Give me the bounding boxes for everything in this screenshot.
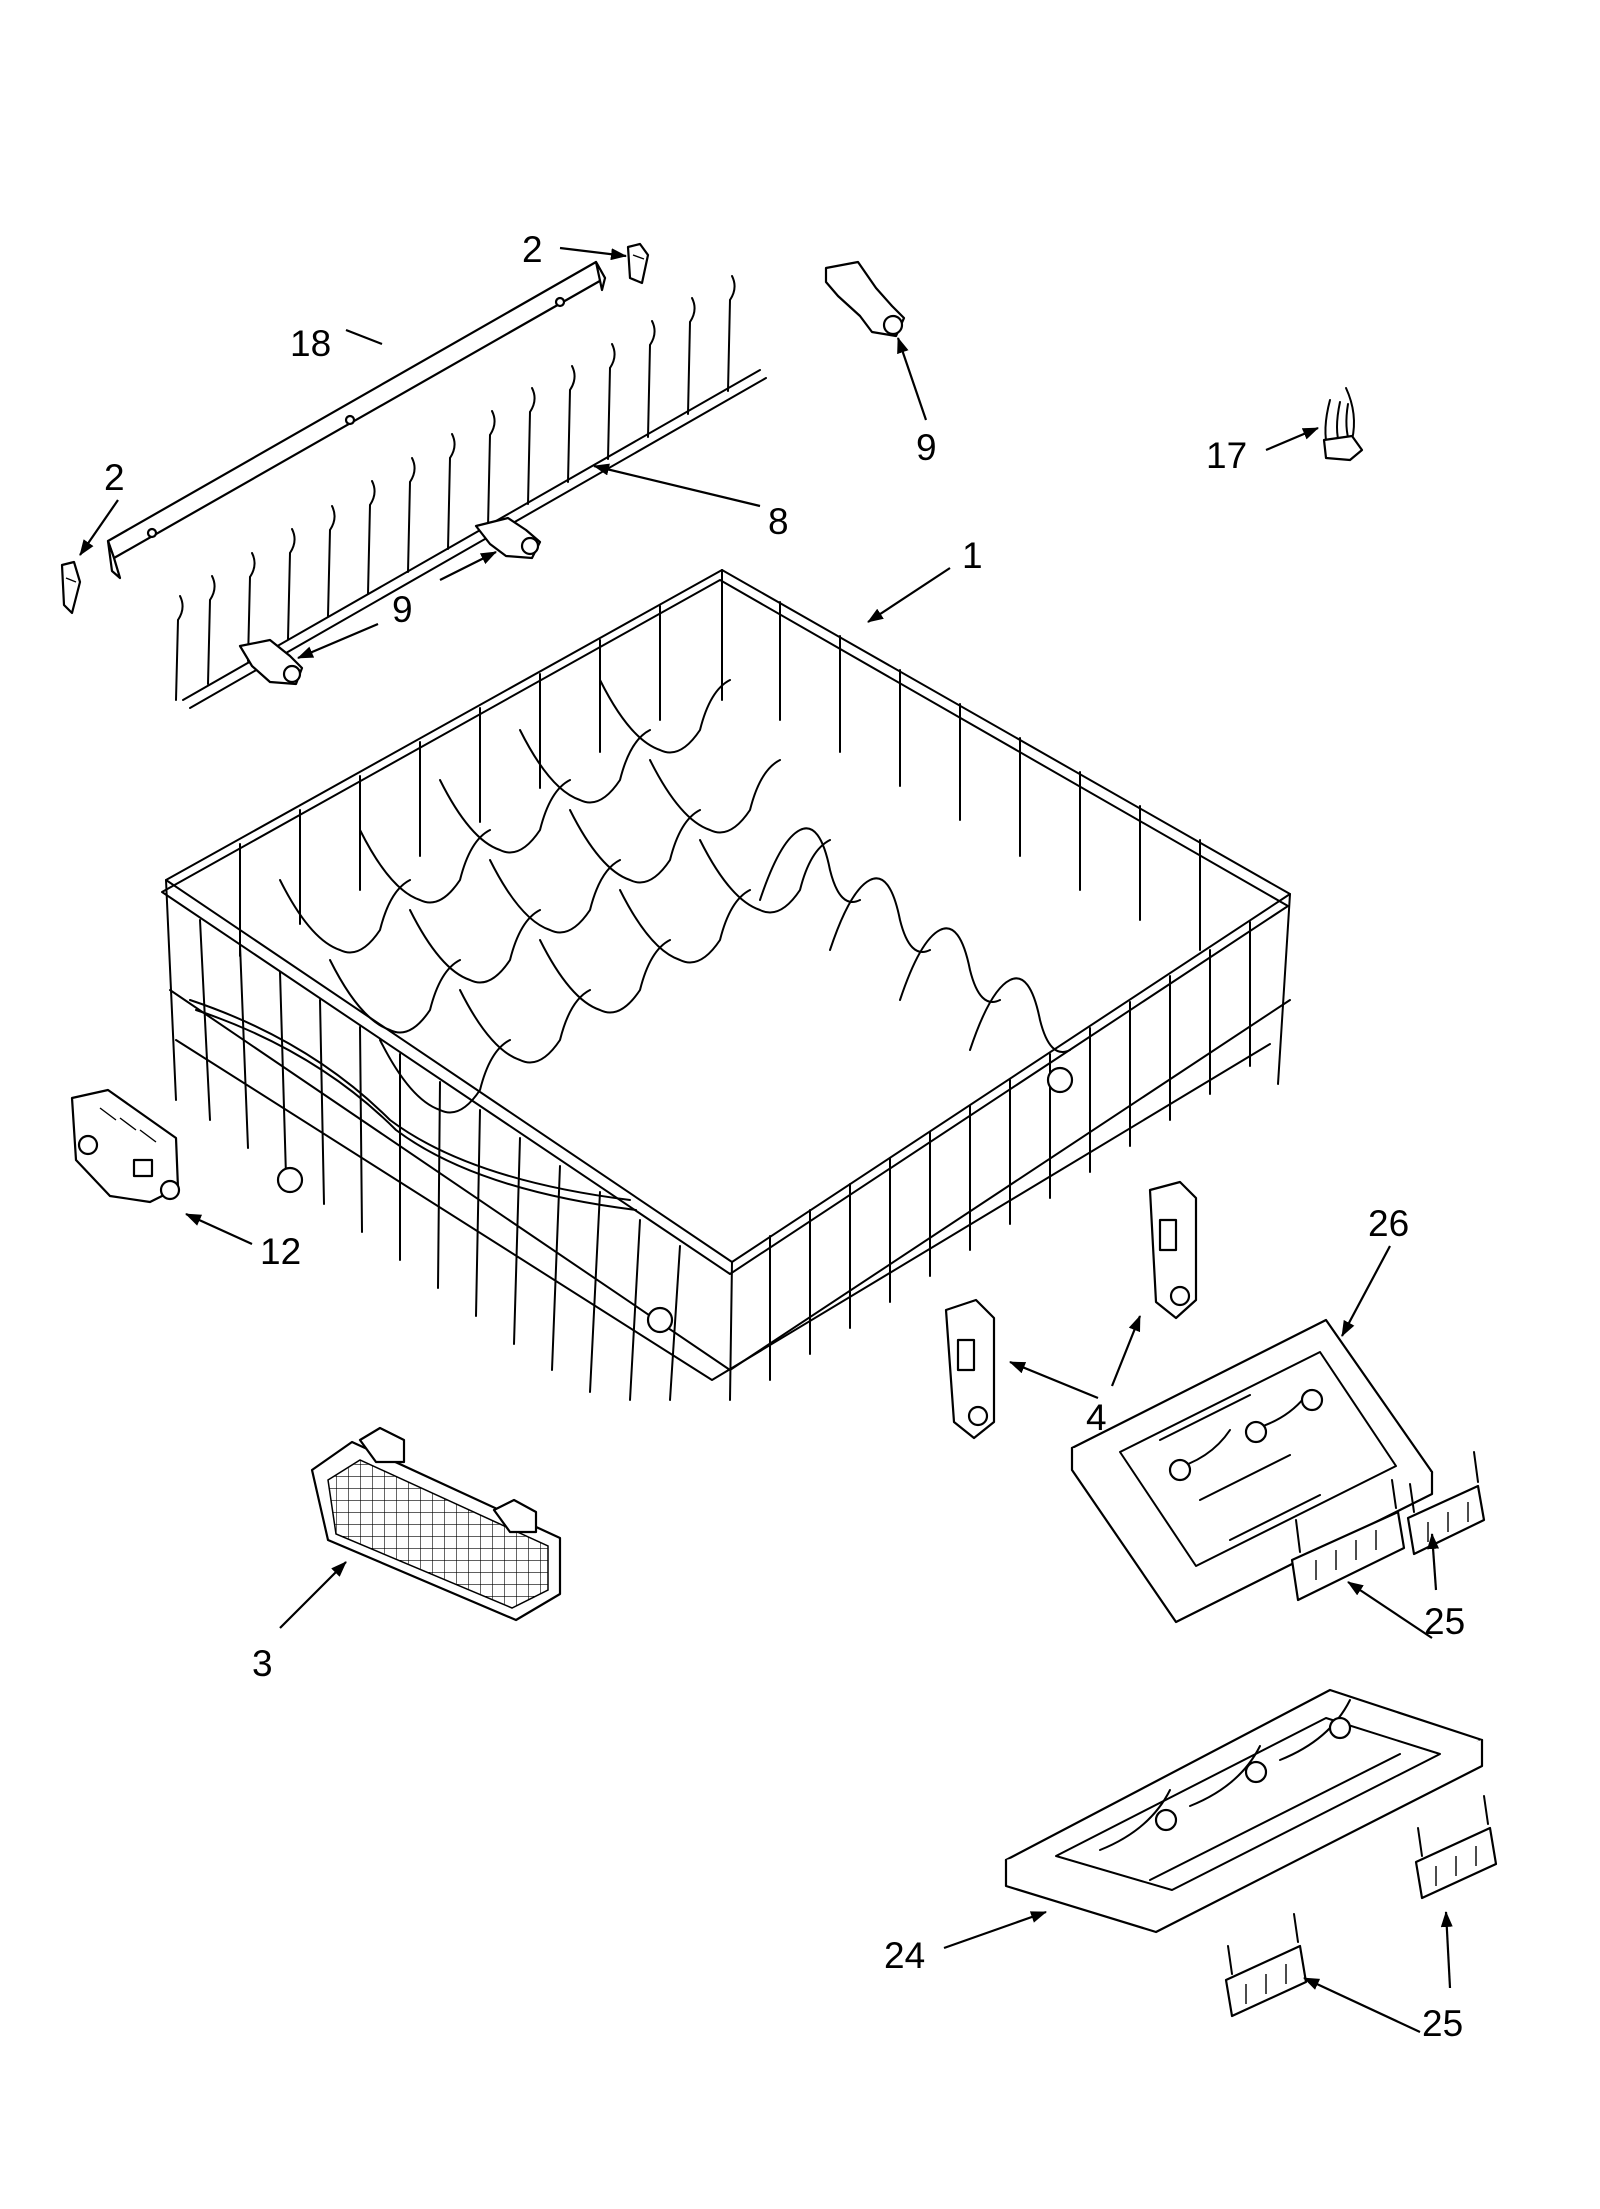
tray-clip-part-25-lower-b bbox=[1224, 1913, 1308, 2018]
callout-part-25-upper: 25 bbox=[1424, 1601, 1465, 1642]
callout-part-26: 26 bbox=[1368, 1203, 1409, 1244]
cup-tray-part-26 bbox=[1070, 1318, 1434, 1624]
callout-part-18: 18 bbox=[290, 323, 331, 364]
tray-clip-part-25-upper-b bbox=[1406, 1451, 1486, 1556]
clip-part-2-upper bbox=[626, 242, 650, 285]
callout-part-25-lower: 25 bbox=[1422, 2003, 1463, 2044]
hinge-part-9-lower-b bbox=[474, 516, 542, 560]
callout-part-8: 8 bbox=[768, 501, 789, 542]
callout-part-17: 17 bbox=[1206, 435, 1247, 476]
callout-part-2-lower: 2 bbox=[104, 457, 125, 498]
rack-adjuster-part-4-b bbox=[944, 1298, 996, 1440]
callout-part-4: 4 bbox=[1086, 1397, 1107, 1438]
callout-labels: 2 18 2 9 17 8 9 1 12 26 4 3 25 24 25 bbox=[104, 229, 1465, 2044]
rack-adjuster-part-4-a bbox=[1148, 1180, 1198, 1320]
basket-part-3 bbox=[310, 1426, 562, 1622]
callout-part-24: 24 bbox=[884, 1935, 925, 1976]
clip-part-2-lower bbox=[60, 560, 82, 615]
callout-part-9-upper: 9 bbox=[916, 427, 937, 468]
callout-part-12: 12 bbox=[260, 1231, 301, 1272]
dish-rack-part-1 bbox=[161, 569, 1291, 1401]
callout-part-1: 1 bbox=[962, 535, 983, 576]
leader-lines bbox=[79, 246, 1453, 2033]
cup-tray-part-24 bbox=[1004, 1688, 1484, 1934]
callout-part-9-lower: 9 bbox=[392, 589, 413, 630]
tray-clip-part-25-upper-a bbox=[1290, 1479, 1406, 1602]
wire-clip-part-17 bbox=[1322, 387, 1364, 462]
hinge-part-9-upper bbox=[824, 260, 906, 338]
callout-part-3: 3 bbox=[252, 1643, 273, 1684]
rack-rail-part-18 bbox=[106, 260, 607, 580]
callout-part-2-upper: 2 bbox=[522, 229, 543, 270]
tray-clip-part-25-lower-a bbox=[1414, 1795, 1498, 1900]
rack-adjuster-part-12 bbox=[70, 1088, 181, 1204]
hinge-part-9-lower-a bbox=[238, 638, 304, 686]
